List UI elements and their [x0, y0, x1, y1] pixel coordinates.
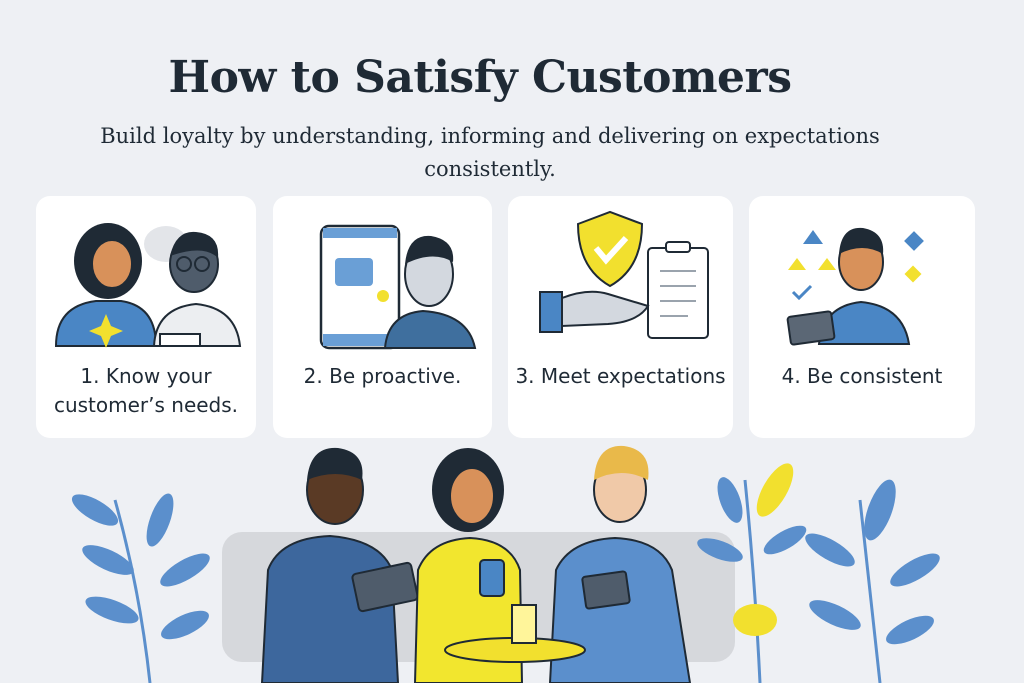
page-title: How to Satisfy Customers [168, 52, 792, 103]
page-subtitle: Build loyalty by understanding, informin… [100, 124, 880, 181]
phone-message-person-icon [319, 224, 477, 350]
card-know-customer: 1. Know your customer’s needs. [36, 196, 256, 438]
card-label: 4. Be consistent [781, 364, 943, 388]
card-label: 2. Be proactive. [303, 364, 462, 388]
person-tablet-shapes-icon [786, 227, 924, 346]
person-right [548, 445, 692, 683]
plant-left [71, 493, 210, 683]
shield-check-hand-clipboard-icon [539, 210, 709, 339]
card-label: 3. Meet expectations [515, 364, 726, 388]
card-label: 1. Know your customer’s needs. [53, 364, 239, 417]
person-left [260, 447, 419, 683]
card-meet-expectations: 3. Meet expectations [508, 196, 733, 438]
team-conversation-illustration [71, 445, 940, 683]
coffee-table [444, 604, 586, 663]
card-be-proactive: 2. Be proactive. [273, 196, 492, 438]
plant-right [697, 463, 940, 683]
card-be-consistent: 4. Be consistent [749, 196, 975, 438]
two-people-talking-icon [54, 223, 242, 348]
